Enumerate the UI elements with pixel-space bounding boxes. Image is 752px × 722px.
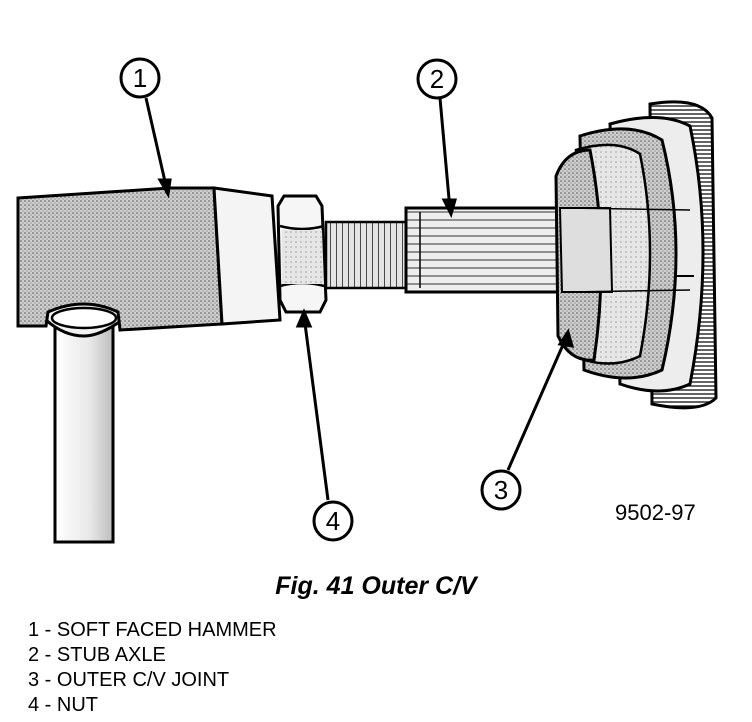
callout-4-number: 4 — [326, 506, 340, 536]
figure-code: 9502-97 — [615, 500, 696, 525]
legend: 1 - SOFT FACED HAMMER 2 - STUB AXLE 3 - … — [28, 618, 277, 718]
callout-4: 4 — [312, 500, 354, 542]
stub-axle-threads — [324, 220, 408, 290]
hammer-handle — [44, 288, 124, 544]
nut — [276, 194, 328, 314]
figure-caption: Fig. 41 Outer C/V — [275, 572, 477, 600]
callout-1: 1 — [119, 57, 161, 99]
legend-item: 4 - NUT — [28, 694, 98, 716]
callout-2-number: 2 — [430, 64, 444, 94]
legend-item: 3 - OUTER C/V JOINT — [28, 669, 230, 691]
outer-cv-joint — [554, 100, 718, 410]
legend-item: 2 - STUB AXLE — [28, 644, 166, 666]
callout-leaders — [144, 97, 575, 501]
callout-1-number: 1 — [133, 63, 147, 93]
soft-faced-hammer — [16, 186, 282, 332]
outer-cv-illustration: 1 2 3 4 — [16, 57, 718, 544]
legend-item: 1 - SOFT FACED HAMMER — [28, 619, 277, 641]
callout-3-number: 3 — [494, 475, 508, 505]
callout-2: 2 — [416, 58, 458, 100]
callout-3: 3 — [480, 469, 522, 511]
stub-axle — [404, 206, 564, 294]
